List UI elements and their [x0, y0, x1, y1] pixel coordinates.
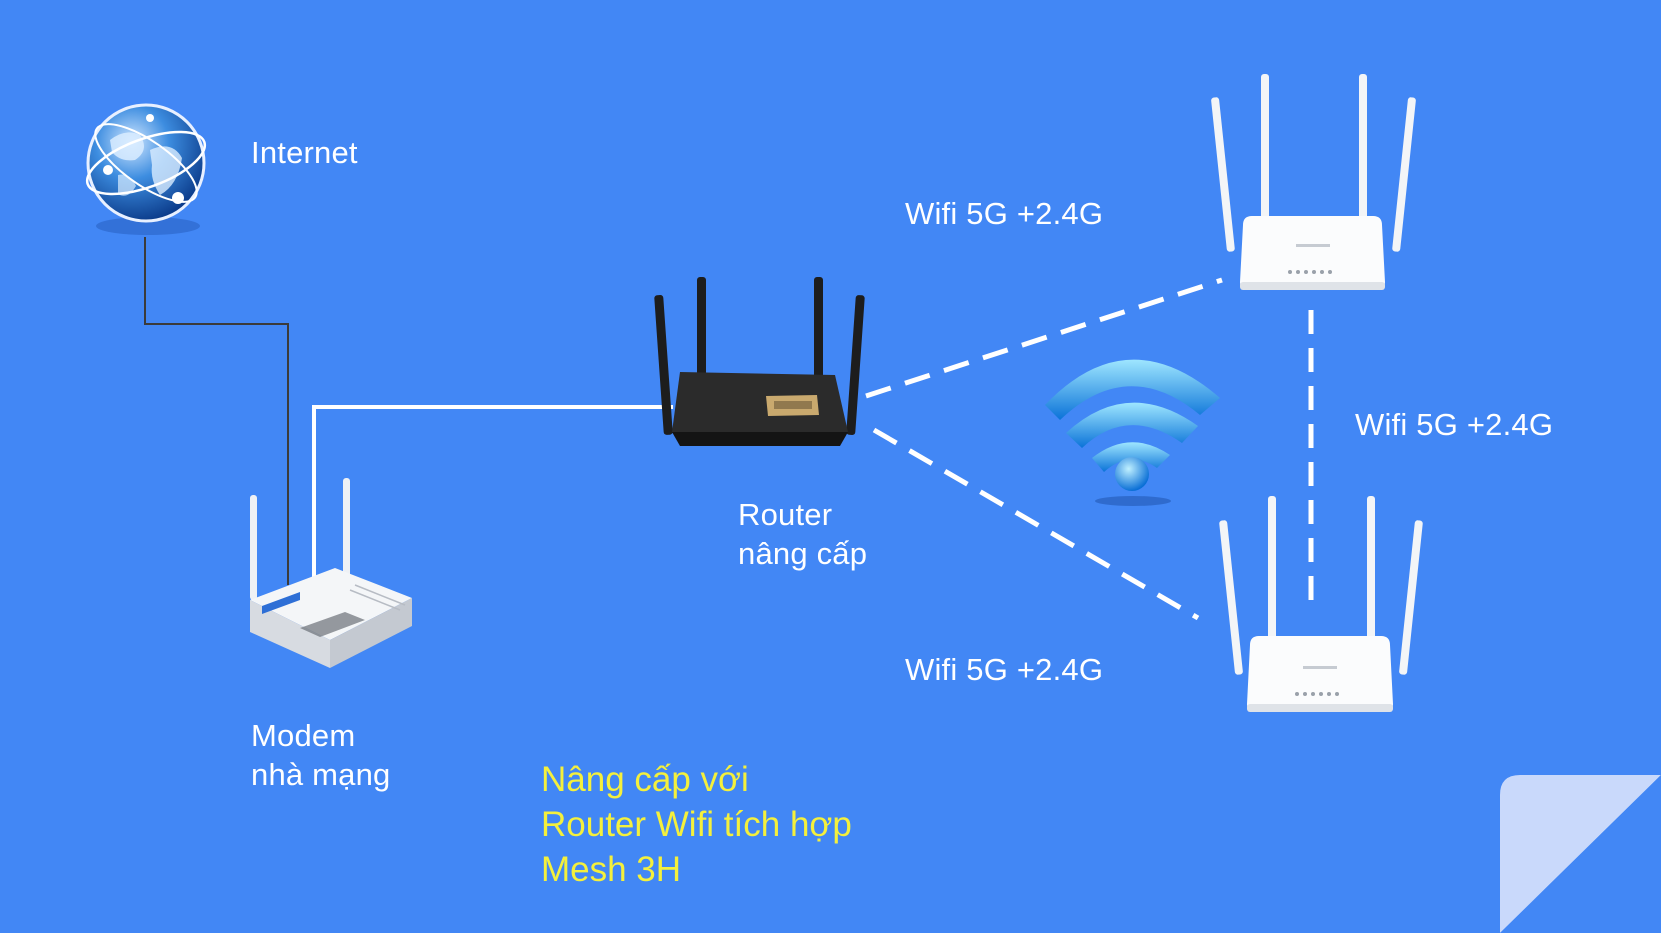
modem-label-line-2: nhà mạng [251, 757, 391, 792]
wifi-link-label-mesh: Wifi 5G +2.4G [1355, 407, 1554, 442]
wifi-link-label-bottom: Wifi 5G +2.4G [905, 652, 1104, 687]
caption-line-2: Router Wifi tích hợp [541, 805, 852, 844]
caption-line-3: Mesh 3H [541, 850, 682, 889]
router-label-line-2: nâng cấp [738, 536, 868, 571]
modem-to-router-cable [312, 405, 673, 582]
modem-label: Modem nhà mạng [251, 716, 390, 794]
modem-label-line-1: Modem [251, 718, 356, 753]
internet-to-modem-cable [144, 237, 289, 585]
router-label: Router nâng cấp [738, 495, 867, 573]
router-label-line-1: Router [738, 497, 833, 532]
router-to-top-node-wifi-link [865, 277, 1223, 399]
wifi-link-label-top: Wifi 5G +2.4G [905, 196, 1104, 231]
internet-label: Internet [251, 135, 358, 170]
corner-fold-decoration [1500, 775, 1661, 933]
upgrade-caption: Nâng cấp với Router Wifi tích hợp Mesh 3… [541, 757, 852, 892]
caption-line-1: Nâng cấp với [541, 760, 749, 799]
router-to-bottom-node-wifi-link [872, 427, 1200, 621]
